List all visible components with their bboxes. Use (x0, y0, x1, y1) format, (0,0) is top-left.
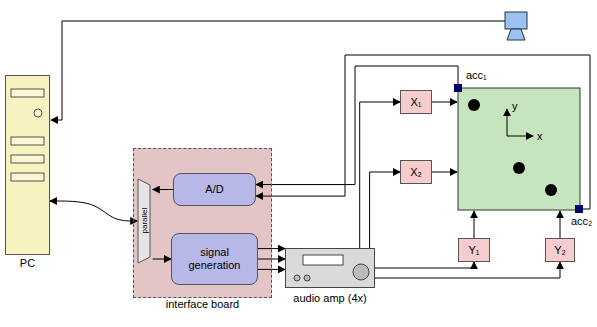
drive-slot (11, 155, 44, 163)
parallel-port: parallel (137, 179, 152, 263)
pc-tower: PC (5, 75, 50, 255)
tower-case (6, 76, 50, 255)
node-label: acc₂ (571, 215, 592, 228)
connector (375, 262, 560, 278)
node-label: X₂ (407, 166, 425, 179)
drive-slot (11, 137, 44, 145)
axis-label: y (512, 100, 518, 113)
object-dot (468, 99, 480, 111)
node-label: audio amp (4x) (293, 292, 366, 305)
connector (153, 259, 171, 260)
drive-slot (11, 89, 44, 97)
node-label: Y₁ (465, 244, 482, 257)
node-label: acc₁ (466, 69, 487, 82)
accelerometer: acc₁ (454, 84, 462, 92)
node-label: parallel (140, 208, 149, 234)
camera-base (507, 29, 525, 40)
connector (375, 262, 474, 268)
connector (50, 201, 137, 221)
node-label: PC (20, 257, 35, 270)
signal-generator-box: signal generation (171, 233, 258, 285)
actuator-wire (474, 211, 475, 238)
connector (256, 55, 590, 209)
camera-wire (51, 21, 505, 120)
amp-drawing (285, 248, 375, 288)
interface-board: parallelA/Dsignal generationinterface bo… (133, 148, 272, 298)
port-shell (138, 179, 150, 263)
connector (256, 66, 458, 185)
accelerometer: acc₂ (575, 205, 583, 213)
node-label: interface board (166, 298, 239, 311)
y-axis (507, 109, 508, 136)
amp-knob (294, 275, 300, 281)
actuator-wire (560, 211, 561, 238)
node-label: Y₂ (551, 244, 569, 257)
camera-icon (505, 12, 527, 40)
node-label: X₁ (407, 96, 424, 109)
actuator-wire (432, 102, 457, 103)
amp-knob (304, 275, 310, 281)
board-ground (133, 148, 272, 298)
drive-slot (11, 173, 44, 181)
connector (153, 189, 173, 190)
pc-drawing (5, 75, 50, 255)
object-dot (545, 184, 557, 196)
amp-case (286, 249, 375, 288)
power-button (34, 109, 42, 117)
actuator-box: Y₁ (458, 238, 490, 262)
amp-display (303, 255, 343, 265)
actuator-box: X₁ (400, 90, 432, 114)
object-dot (513, 162, 525, 174)
ad-converter-box: A/D (173, 173, 256, 206)
camera-body (505, 12, 527, 29)
node-label: signal generation (172, 246, 257, 271)
actuator-box: Y₂ (545, 238, 575, 262)
x-axis (507, 136, 533, 137)
connector (360, 102, 400, 248)
amp-volume-knob (353, 264, 369, 280)
axis-label: x (537, 130, 543, 143)
node-label: A/D (202, 183, 226, 196)
plate (458, 88, 580, 210)
audio-amplifier: audio amp (4x) (285, 248, 375, 288)
actuator-box: X₂ (400, 160, 432, 184)
actuator-wire (432, 172, 457, 173)
connector (370, 172, 400, 248)
